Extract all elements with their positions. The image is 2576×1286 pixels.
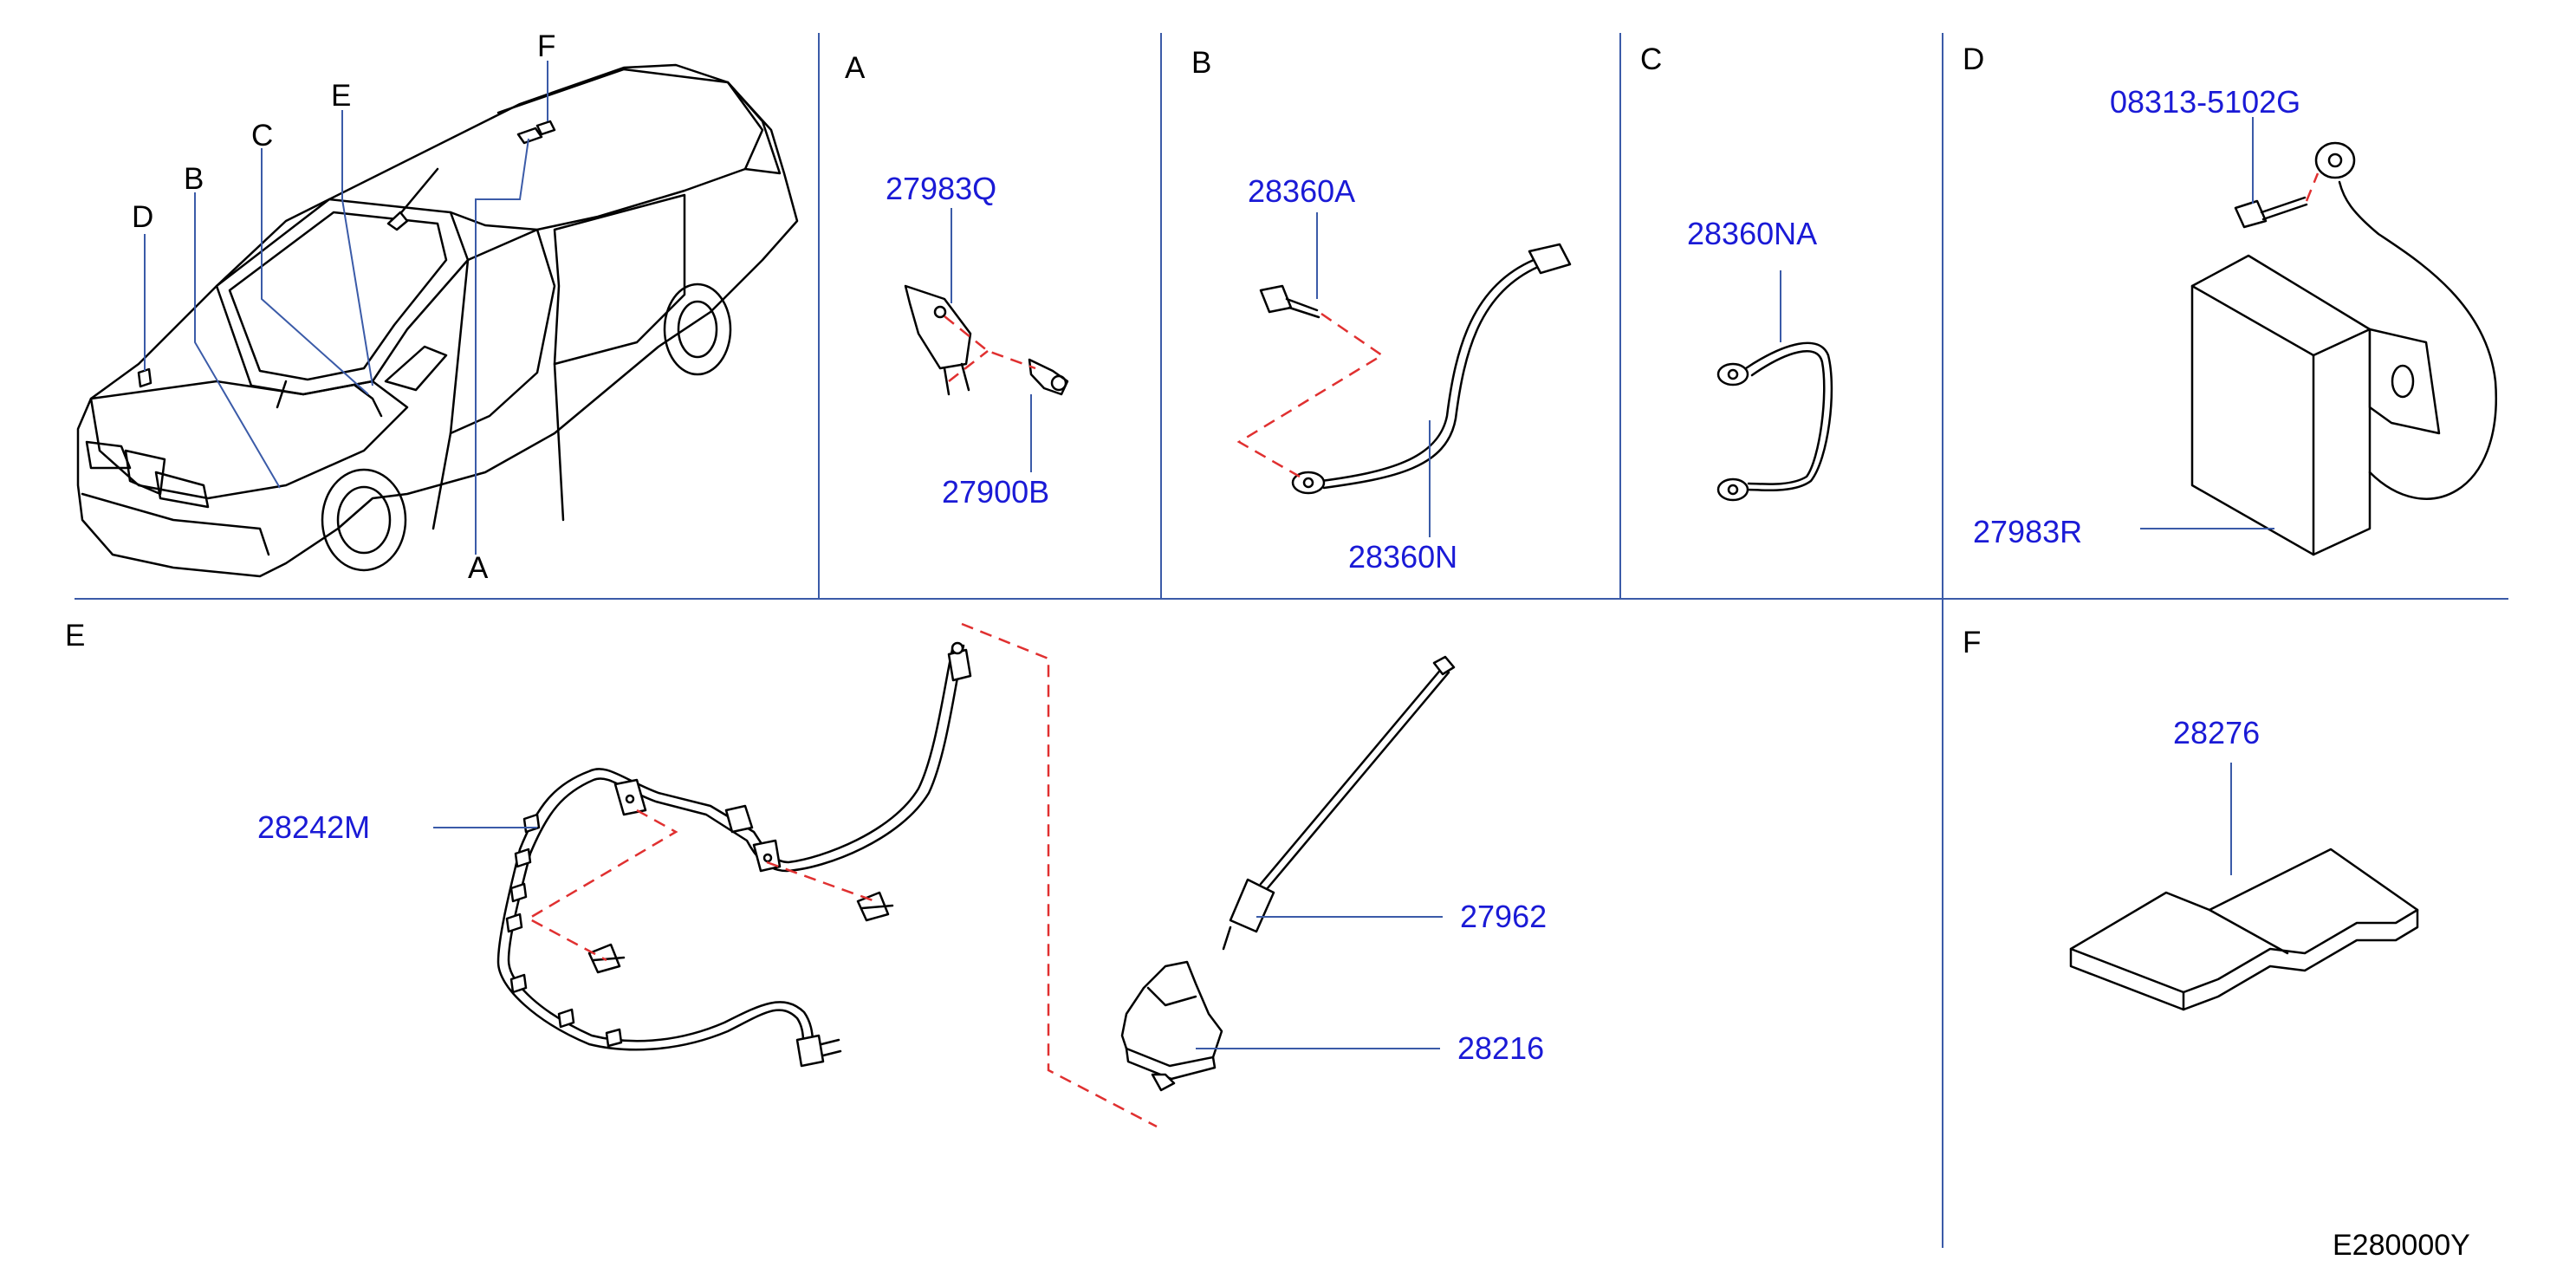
panel-a-parts [904, 208, 1069, 472]
screw-08313 [2234, 199, 2268, 229]
part-label-28360na: 28360NA [1687, 216, 1817, 251]
panel-e-parts [433, 622, 1456, 1128]
antenna-base [1120, 960, 1223, 1068]
panel-letter-d: D [1963, 42, 1984, 76]
car-illustration [76, 63, 799, 578]
car-callout-d: D [132, 200, 153, 234]
part-label-28276: 28276 [2173, 715, 2260, 750]
panel-letter-b: B [1191, 46, 1211, 80]
part-label-28360a: 28360A [1248, 173, 1355, 209]
module-box [2190, 254, 2372, 556]
part-label-28360n: 28360N [1348, 539, 1457, 575]
panel-d-parts [2140, 117, 2498, 556]
part-label-27962: 27962 [1460, 899, 1547, 934]
panel-letter-a: A [845, 51, 866, 85]
part-label-28242m: 28242M [257, 809, 370, 845]
car-callout-b: B [184, 162, 204, 196]
part-label-27983r: 27983R [1973, 514, 2082, 549]
car-callout-leaders [144, 61, 548, 555]
part-label-27983q: 27983Q [886, 171, 996, 206]
panel-c-parts [1716, 270, 1833, 502]
panel-b-parts [1236, 212, 1572, 537]
diagram-code: E280000Y [2333, 1229, 2470, 1262]
panel-letter-f: F [1963, 626, 1981, 659]
bracket-clip [904, 284, 972, 370]
car-callout-f: F [537, 29, 555, 63]
panel-f-parts [2069, 763, 2419, 1011]
part-label-27900b: 27900B [942, 474, 1049, 510]
car-callout-e: E [331, 79, 351, 113]
car-callout-a: A [468, 551, 489, 585]
part-label-28216: 28216 [1457, 1030, 1544, 1066]
panel-letter-e: E [65, 619, 85, 653]
car-callout-c: C [251, 119, 273, 153]
part-label-08313-5102g: 08313-5102G [2110, 84, 2300, 120]
panel-letter-c: C [1640, 42, 1662, 76]
panel-dividers [75, 33, 2508, 1248]
screw-27900b [1028, 358, 1069, 396]
